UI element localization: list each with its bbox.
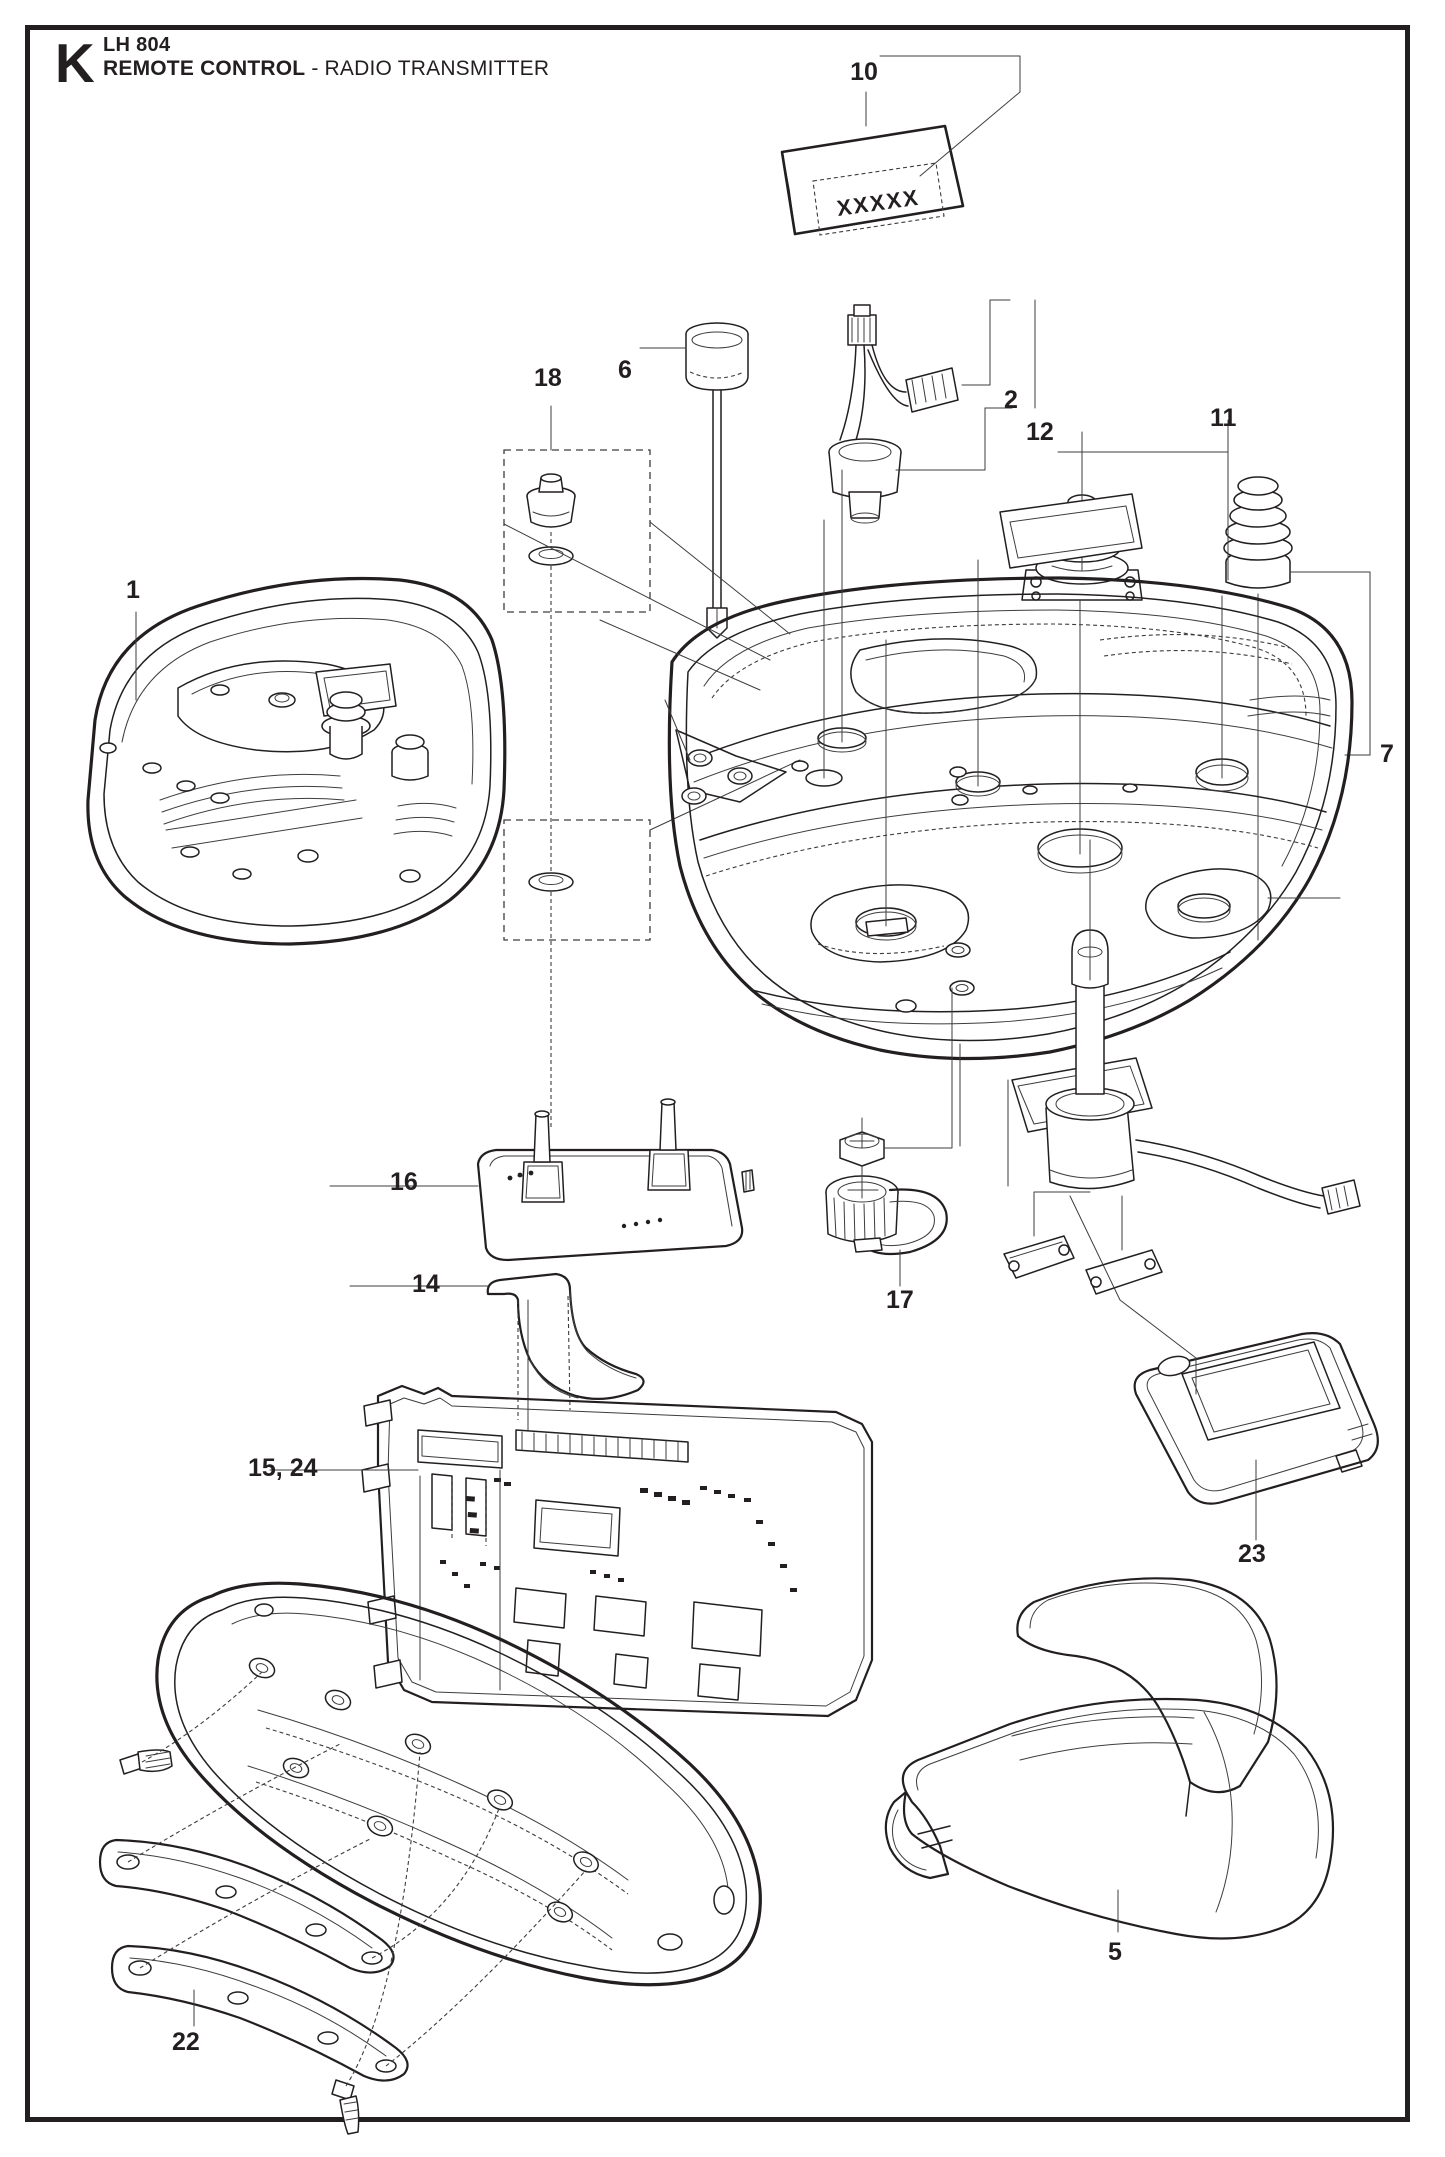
callout-16: 16 [390,1168,418,1196]
callout-11: 11 [1210,404,1237,432]
page-title: REMOTE CONTROL - RADIO TRANSMITTER [103,57,549,81]
callout-18: 18 [534,364,562,392]
callout-6: 6 [618,356,632,384]
callout-22: 22 [172,2028,200,2056]
callout-15-24: 15, 24 [248,1454,318,1482]
model-number: LH 804 [103,34,171,56]
callout-14: 14 [412,1270,440,1298]
callout-2: 2 [1004,386,1018,414]
callout-5: 5 [1108,1938,1122,1966]
section-letter: K [55,32,95,94]
callout-23: 23 [1238,1540,1266,1568]
sheet-header: K LH 804 REMOTE CONTROL - RADIO TRANSMIT… [55,30,755,110]
page-title-main: REMOTE CONTROL [103,57,306,80]
callout-1: 1 [126,576,140,604]
page-border [25,25,1410,2122]
callout-17: 17 [886,1286,914,1314]
page-title-sub: - RADIO TRANSMITTER [305,57,550,80]
callout-10: 10 [850,58,878,86]
callout-12: 12 [1026,418,1054,446]
callout-7: 7 [1380,740,1394,768]
